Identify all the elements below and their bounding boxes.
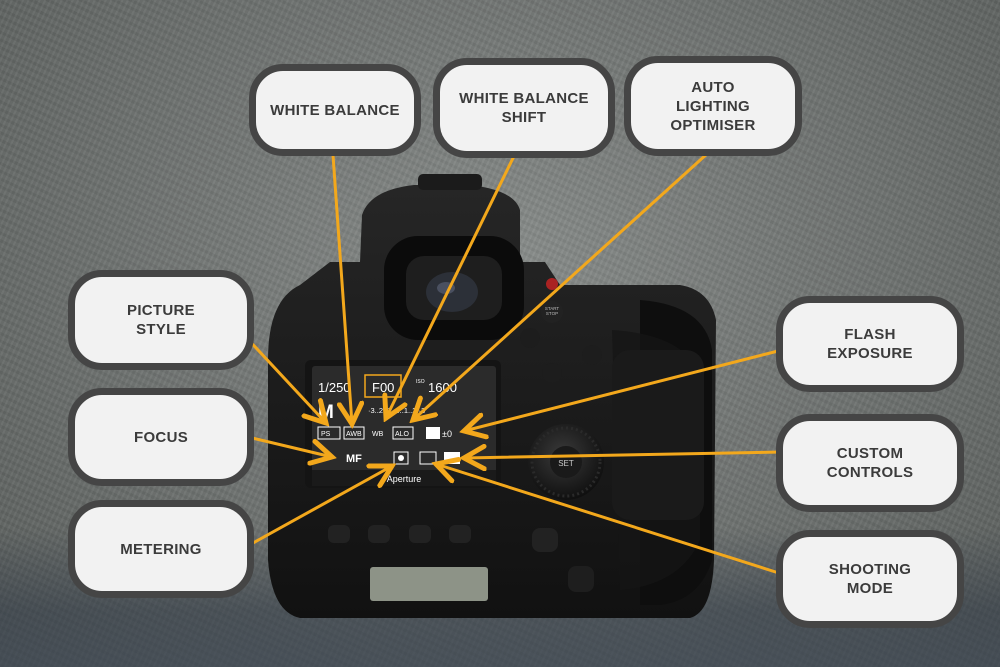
set-button-label: SET [558,459,574,468]
arrow-custom-controls [464,452,784,458]
arrow-metering [242,466,392,550]
grip [612,350,704,520]
label-shooting-mode: SHOOTING MODE [776,530,964,628]
label-metering: METERING [68,500,254,598]
lcd-exposure-scale: ·3..2..1..0..1..2.·3 [368,406,425,415]
lcd-wb-shift-icon: WB [372,431,384,438]
arrow-auto-lighting-optimiser [413,151,710,420]
ae-lock-button [542,363,562,383]
lcd-picture-style-icon: PS [321,431,331,438]
lcd-alo-icon: ALO [395,431,410,438]
quick-control-dial: SET [528,424,604,500]
lower-buttons [328,525,594,592]
af-point-button [582,345,602,365]
label-picture-style: PICTURE STYLE [68,270,254,370]
label-white-balance-shift: WHITE BALANCE SHIFT [433,58,615,158]
lcd-metering-icon [393,451,409,465]
lcd-focus-mode: MF [346,453,362,465]
arrow-flash-exposure [464,348,784,431]
viewfinder [384,236,524,340]
lcd-iso-tag: ISO [416,379,425,385]
label-white-balance: WHITE BALANCE [249,64,421,156]
arrow-shooting-mode [436,464,784,576]
lcd-white-balance-icon: AWB [346,431,362,438]
label-flash-exposure: FLASH EXPOSURE [776,296,964,392]
lcd-custom-controls-icon [444,452,460,464]
arrow-focus [246,435,332,457]
lcd-mode: M [318,402,334,423]
label-custom-controls: CUSTOM CONTROLS [776,414,964,512]
lcd-footer: Aperture [387,474,422,484]
record-indicator [546,278,558,290]
arrow-picture-style [242,333,326,423]
arrow-white-balance [331,153,352,424]
arrow-white-balance-shift [386,150,518,418]
lcd-aperture: F00 [372,380,394,395]
main-lcd: 1/250 F00 ISO 1600 M ·3..2..1..0..1..2.·… [305,360,501,488]
lcd-flash-comp: ±0 [442,429,452,439]
lcd-iso: 1600 [428,380,457,395]
label-auto-lighting-optimiser: AUTO LIGHTING OPTIMISER [624,56,802,156]
label-focus: FOCUS [68,388,254,486]
rear-info-panel [370,567,488,601]
af-on-button [520,328,540,348]
hot-shoe [418,174,482,190]
callout-arrows [242,150,784,576]
lcd-shutter: 1/250 [318,380,351,395]
